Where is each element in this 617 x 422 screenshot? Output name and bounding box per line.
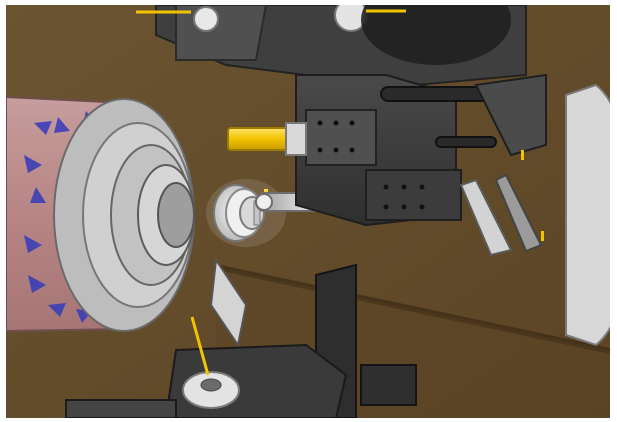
tool-holder-lower [365, 169, 462, 221]
lower-tooling [65, 257, 417, 418]
right-blade [494, 173, 543, 253]
lower-left-rail [65, 399, 177, 418]
upper-turret [136, 5, 527, 87]
floor-edge-line [215, 264, 610, 354]
3d-viewport[interactable] [6, 5, 610, 418]
lower-right-block [360, 364, 417, 406]
cross-bar-lower [435, 136, 497, 148]
tool-holder [305, 109, 377, 166]
turret-disc [361, 5, 511, 65]
workpiece-assembly [206, 179, 286, 247]
live-tool-collar [285, 122, 307, 156]
live-tool [227, 122, 307, 156]
right-gold-pin [521, 150, 524, 160]
tool-block [295, 74, 502, 227]
scene-svg [6, 5, 610, 418]
spindle [6, 95, 195, 333]
right-insert [459, 178, 513, 257]
tool-block-screws [317, 120, 425, 210]
right-chuck [565, 83, 610, 347]
lower-bushing-hole [200, 378, 222, 392]
right-gold-pin-2 [541, 231, 544, 241]
right-block [474, 73, 547, 157]
boring-bar-tip [255, 193, 273, 211]
turret-bolt-1 [193, 6, 219, 32]
lower-gold-pin [190, 316, 210, 376]
lower-blade [209, 257, 248, 348]
right-assembly [459, 73, 610, 347]
chuck-bore [157, 182, 195, 248]
